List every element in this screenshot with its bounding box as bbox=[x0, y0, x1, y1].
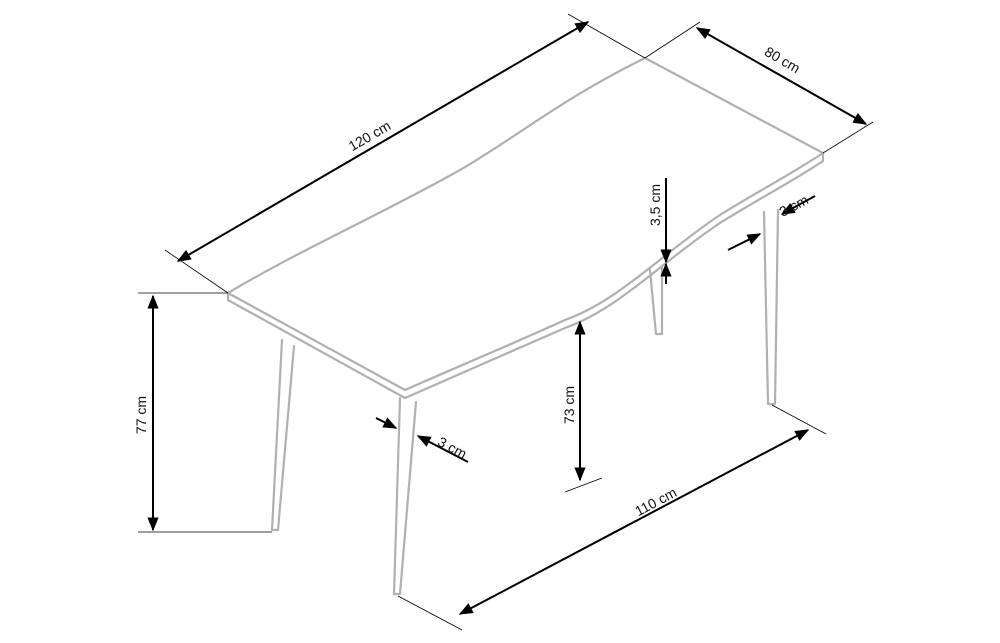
leg-back-middle bbox=[648, 266, 664, 336]
leg-width-left-label: 3 cm bbox=[435, 433, 469, 461]
dimension-width: 80 cm bbox=[644, 21, 874, 154]
dimension-top-thickness: 3,5 cm bbox=[647, 178, 672, 284]
dimension-length: 120 cm bbox=[164, 13, 646, 294]
table-drawing bbox=[226, 56, 825, 596]
leg-spacing-label: 110 cm bbox=[632, 484, 679, 519]
table-top-edge bbox=[226, 151, 825, 400]
dimension-leg-width-right: 3 cm bbox=[727, 191, 816, 251]
dimension-leg-width-left: 3 cm bbox=[375, 417, 469, 463]
dimension-clearance-height: 73 cm bbox=[561, 320, 603, 493]
clearance-height-label: 73 cm bbox=[561, 386, 577, 424]
leg-front-left bbox=[270, 338, 296, 532]
dimension-total-height: 77 cm bbox=[133, 292, 272, 533]
top-thickness-label: 3,5 cm bbox=[647, 184, 663, 226]
dimension-leg-spacing: 110 cm bbox=[397, 404, 827, 631]
leg-front bbox=[392, 396, 418, 596]
leg-back-right bbox=[762, 208, 780, 406]
total-height-label: 77 cm bbox=[133, 396, 149, 434]
table-top bbox=[226, 56, 825, 392]
leg-width-right-label: 3 cm bbox=[777, 191, 811, 219]
width-label: 80 cm bbox=[762, 43, 803, 76]
